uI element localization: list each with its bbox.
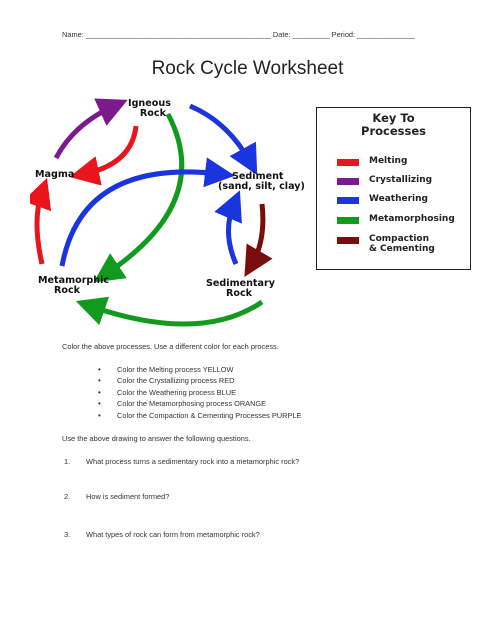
label-sedimentary-rock: Sedimentary Rock [206, 279, 275, 299]
question-number: 1. [64, 457, 71, 466]
process-key: Key To Processes Melting Crystallizing W… [316, 107, 471, 270]
weathering-swatch [337, 197, 359, 204]
arrow-igneous-to-metamorphic [93, 112, 185, 283]
color-instructions-list: Color the Melting process YELLOW Color t… [98, 364, 301, 421]
label-sedimentary-line1: Sedimentary [206, 278, 275, 289]
key-label-weathering: Weathering [369, 194, 428, 204]
compaction-swatch [337, 237, 359, 244]
list-item: Color the Crystallizing process RED [98, 375, 301, 387]
use-drawing-text: Use the above drawing to answer the foll… [62, 434, 251, 443]
label-sedimentary-line2: Rock [226, 288, 253, 299]
label-sediment: Sediment (sand, silt, clay) [218, 171, 305, 192]
question-1: 1. What process turns a sedimentary rock … [64, 457, 299, 466]
key-label-compaction-line1: Compaction [369, 234, 429, 244]
label-metamorphic-line1: Metamorphic [38, 275, 110, 286]
label-igneous-line2: Rock [139, 108, 166, 119]
arrow-igneous-to-sediment [189, 103, 258, 176]
arrow-magma-to-igneous [53, 98, 128, 160]
question-number: 3. [64, 530, 71, 539]
instructions: Color the above processes. Use a differe… [62, 342, 279, 351]
arrow-metamorphic-to-sediment [59, 157, 235, 267]
period-label: Period: [331, 30, 356, 39]
name-label: Name: [62, 30, 84, 39]
rock-cycle-diagram [30, 98, 273, 327]
question-3: 3. What types of rock can form from metam… [64, 530, 260, 539]
label-metamorphic-rock: Metamorphic Rock [38, 276, 109, 296]
list-item: Color the Weathering process BLUE [98, 387, 301, 399]
crystallizing-swatch [337, 178, 359, 185]
arrow-igneous-to-magma [69, 125, 139, 186]
arrow-compaction [244, 203, 273, 277]
key-label-crystallizing: Crystallizing [369, 175, 433, 185]
label-sediment-line1: Sediment [232, 171, 284, 182]
arrow-sedimentary-to-sediment [214, 190, 242, 266]
label-magma: Magma [35, 169, 75, 180]
list-item: Color the Compaction & Cementing Process… [98, 410, 301, 422]
question-2: 2. How is sediment formed? [64, 492, 169, 501]
list-item: Color the Metamorphosing process ORANGE [98, 398, 301, 410]
question-number: 2. [64, 492, 71, 501]
arrow-sedimentary-to-metamorphic [75, 296, 264, 327]
name-blank[interactable]: ________________________________________… [85, 30, 271, 39]
date-blank[interactable]: _________ [292, 30, 330, 39]
key-label-metamorphosing: Metamorphosing [369, 214, 455, 224]
key-label-compaction: Compaction & Cementing [369, 234, 435, 254]
label-sediment-line2: (sand, silt, clay) [218, 181, 305, 192]
period-blank[interactable]: ______________ [357, 30, 415, 39]
key-label-melting: Melting [369, 156, 408, 166]
list-item: Color the Melting process YELLOW [98, 364, 301, 376]
page-title: Rock Cycle Worksheet [151, 58, 344, 79]
key-title: Key To Processes [317, 112, 470, 138]
header-line: Name: __________________________________… [62, 30, 415, 39]
question-text: What types of rock can form from metamor… [86, 530, 260, 539]
melting-swatch [337, 159, 359, 166]
question-text: How is sediment formed? [86, 492, 170, 501]
label-igneous-rock: Igneous Rock [128, 99, 171, 119]
key-title-line1: Key To [372, 111, 415, 125]
key-title-line2: Processes [361, 124, 426, 138]
arrow-metamorphic-to-magma [30, 177, 52, 265]
label-igneous-line1: Igneous [128, 98, 171, 109]
question-text: What process turns a sedimentary rock in… [86, 457, 300, 466]
label-metamorphic-line2: Rock [54, 285, 81, 296]
metamorphosing-swatch [337, 217, 359, 224]
date-label: Date: [272, 30, 291, 39]
key-label-compaction-line2: & Cementing [369, 244, 435, 254]
